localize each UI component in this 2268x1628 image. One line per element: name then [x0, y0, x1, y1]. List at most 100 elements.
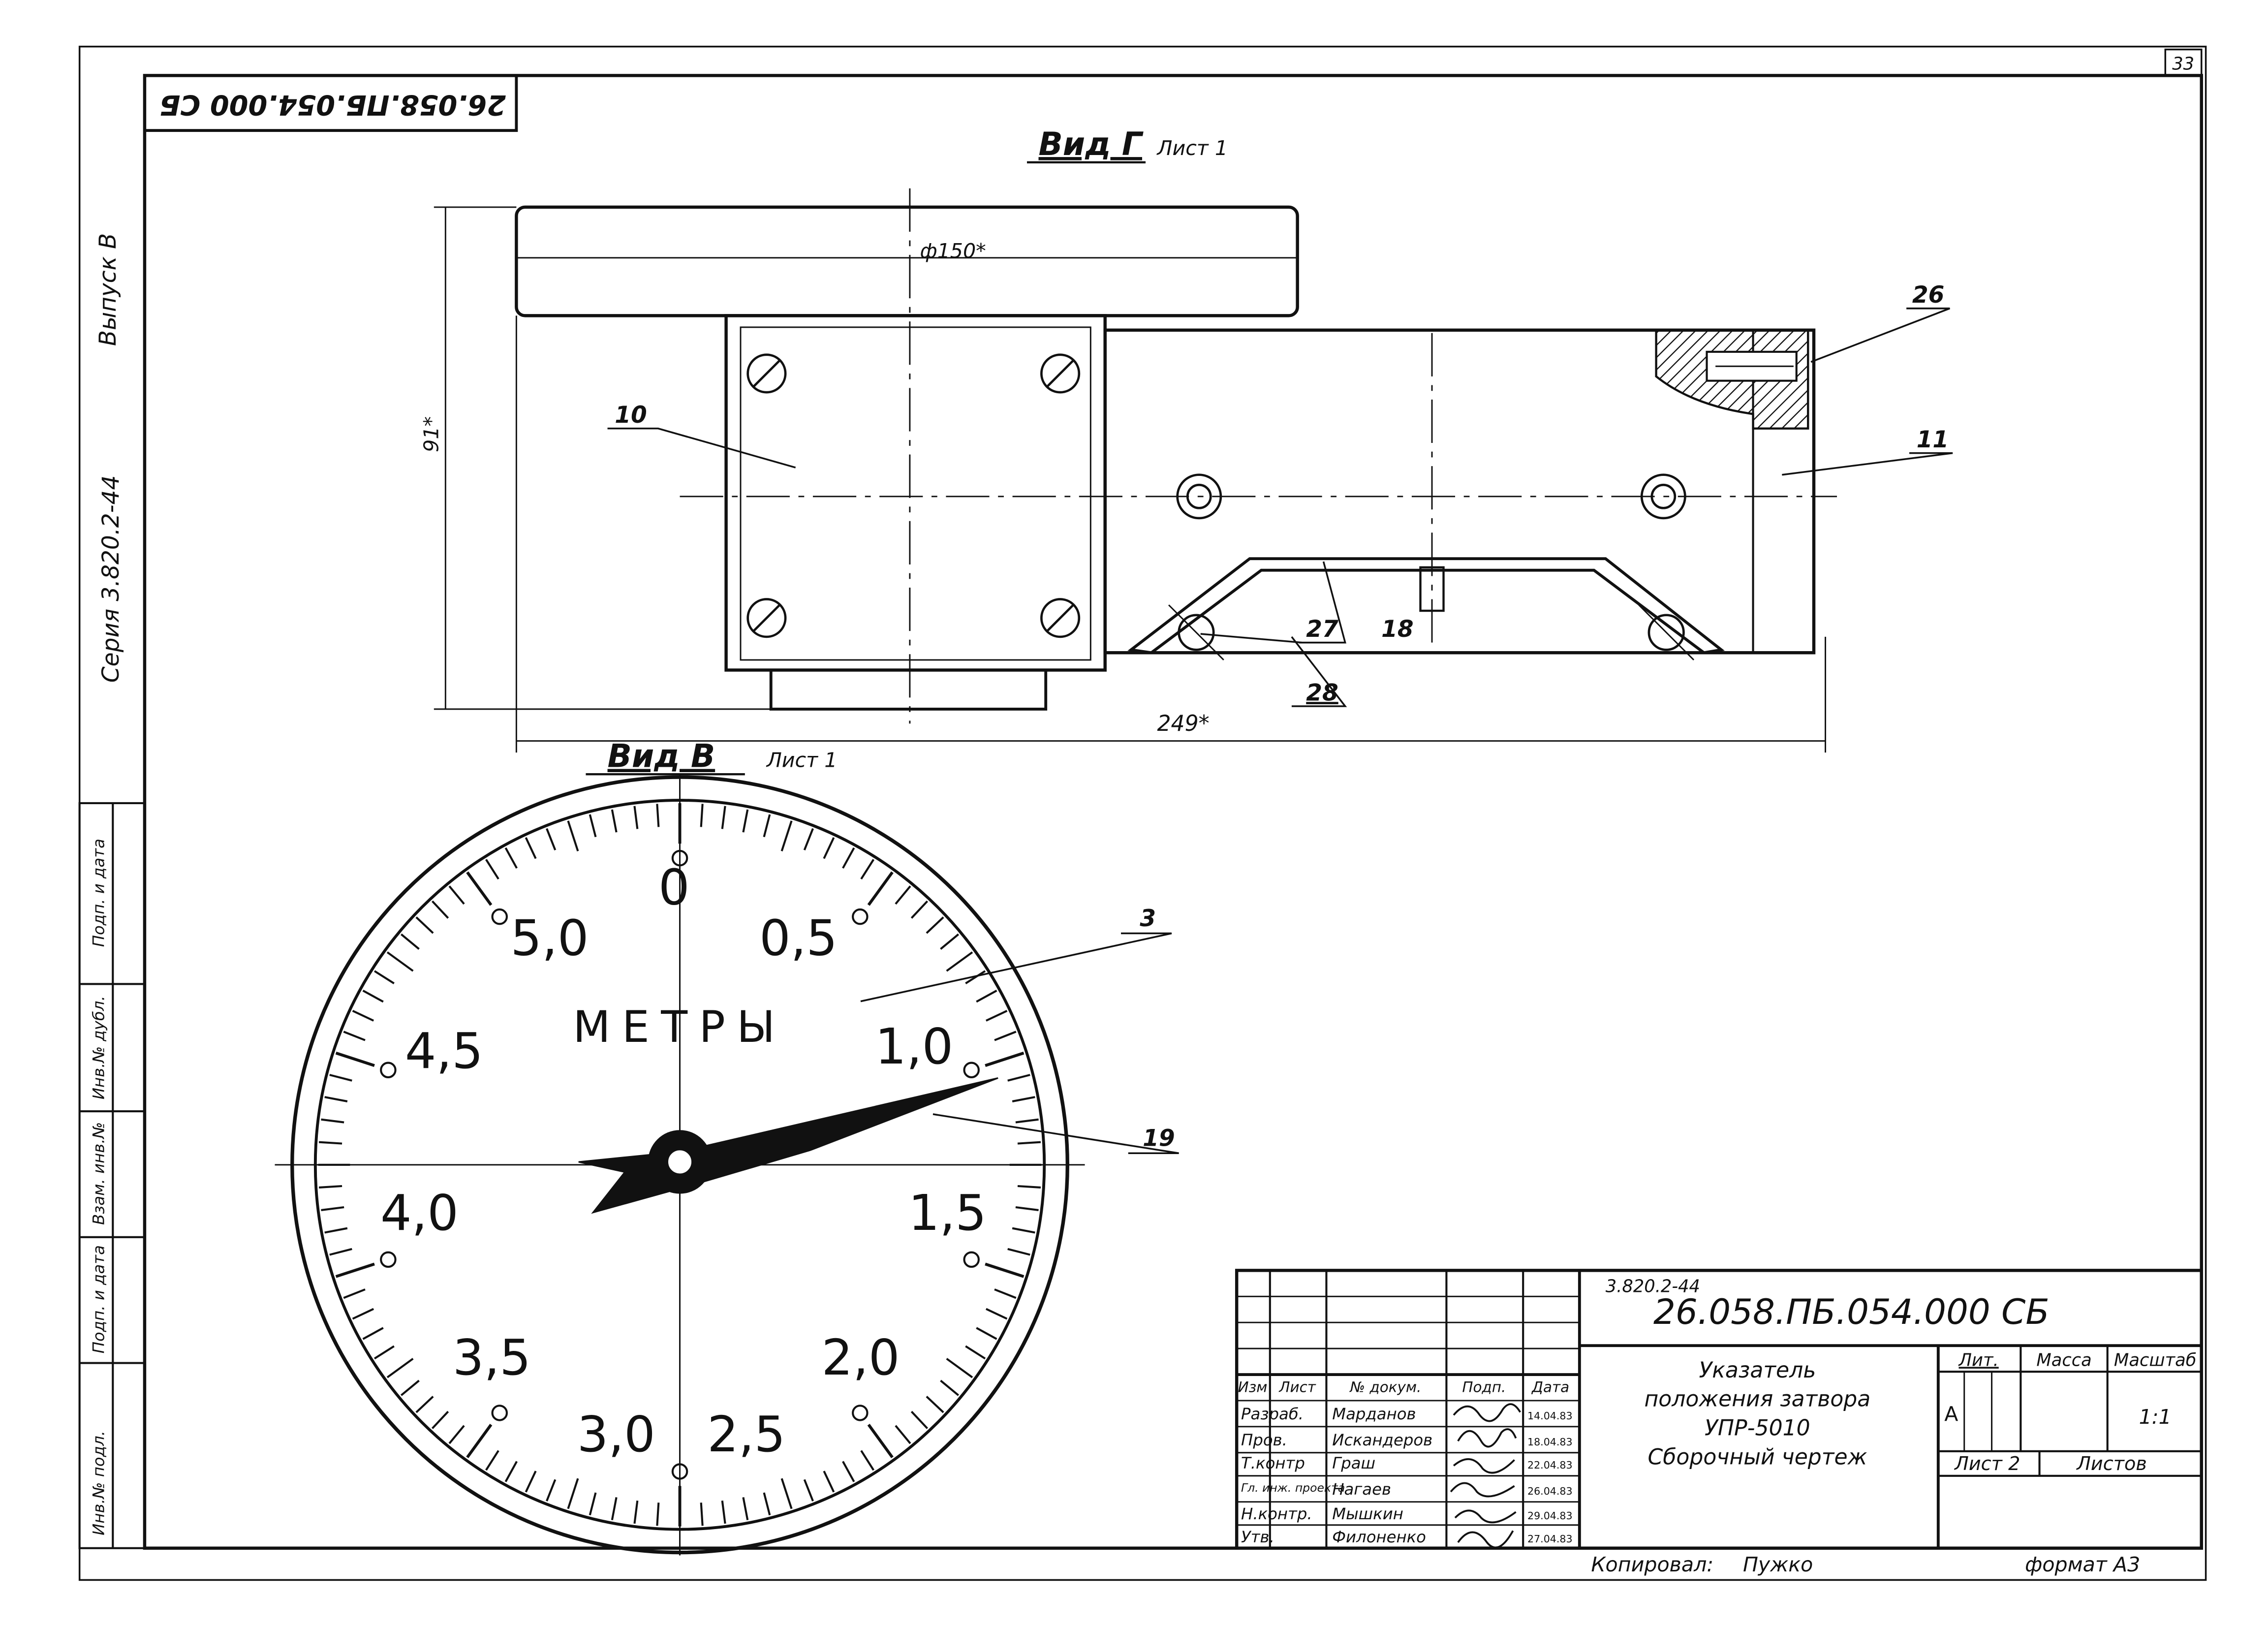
tb-rows: Разраб. Марданов 14.04.83 Пров. Искандер…	[1241, 1405, 1573, 1546]
dial-tick	[373, 1345, 395, 1360]
callout-26: 26	[1912, 282, 1944, 309]
tb-row-date: 14.04.83	[1527, 1410, 1573, 1422]
dial-tick	[633, 1500, 639, 1524]
dial-tick	[1017, 1185, 1041, 1189]
tb-head-doc: № докум.	[1349, 1378, 1422, 1395]
dial-tick	[742, 809, 749, 833]
sheet-number-box	[2164, 48, 2203, 77]
dial-label-4-5: 4,5	[405, 1022, 483, 1080]
dial-tick	[842, 1461, 855, 1482]
dim-length: 249*	[1157, 711, 1210, 736]
dial-label-3-5: 3,5	[453, 1329, 531, 1386]
dial-tick	[448, 1425, 465, 1444]
dial-tick	[986, 1308, 1008, 1320]
tb-row-role: Утв.	[1241, 1528, 1274, 1546]
dial-tick	[1015, 1206, 1039, 1211]
tb-name-1: Указатель	[1699, 1358, 1816, 1383]
dial-tick	[415, 916, 434, 934]
dial-tick	[373, 970, 395, 984]
outer-frame	[78, 45, 2207, 1581]
dial-tick	[546, 828, 557, 851]
signature-scribbles	[1450, 1403, 1521, 1549]
dial-tick	[976, 1327, 997, 1340]
dial-tick	[1017, 1141, 1041, 1145]
dial-marker-icon	[963, 1062, 980, 1078]
side-stamp-inv-dubl: Инв.№ дубл.	[90, 996, 108, 1099]
dial-tick	[431, 900, 449, 919]
dial-tick	[1007, 1248, 1030, 1256]
dial-label-2-0: 2,0	[821, 1329, 900, 1386]
dial-marker-icon	[491, 1405, 508, 1421]
dial-tick	[965, 1345, 986, 1360]
dial-tick	[656, 804, 660, 827]
dial-tick	[763, 814, 771, 838]
dial-tick	[343, 1288, 366, 1299]
tb-row-date: 29.04.83	[1527, 1510, 1573, 1522]
dial-tick	[335, 1262, 375, 1278]
tb-row-role: Гл. инж. проекта	[1241, 1481, 1345, 1495]
dial-tick	[611, 809, 618, 833]
dial-tick	[485, 1450, 499, 1471]
tb-head-podp: Подп.	[1462, 1378, 1506, 1395]
dial-tick	[700, 1503, 704, 1526]
view-v: Вид В Лист 1 0 0,5 1,0 1,5 2,0 2,5 3,0 3…	[275, 738, 1179, 1556]
callout-3: 3	[1140, 905, 1156, 932]
tb-designation: 26.058.ПБ.054.000 СБ	[1653, 1292, 2050, 1332]
tb-sheet-label: Лист 2	[1954, 1453, 2020, 1475]
dial-tick	[335, 1051, 375, 1067]
dial-label-2-5: 2,5	[707, 1406, 785, 1463]
dial-label-0: 0	[658, 859, 690, 916]
callout-19: 19	[1143, 1125, 1175, 1152]
tb-row-role: Т.контр	[1241, 1454, 1305, 1472]
dial-tick	[910, 1410, 929, 1429]
dial-marker-icon	[491, 908, 508, 925]
dial-tick	[895, 885, 911, 905]
dial-tick	[780, 820, 793, 852]
dial-tick	[823, 1471, 835, 1493]
vypusk-label: Выпуск В	[94, 233, 122, 346]
dial-tick	[867, 1424, 894, 1459]
dial-tick	[589, 814, 597, 838]
dial-tick	[352, 1010, 374, 1022]
dial-tick	[994, 1288, 1017, 1299]
dial-tick	[842, 847, 855, 869]
dial-tick	[780, 1478, 793, 1509]
dial-label-1-0: 1,0	[875, 1018, 953, 1075]
tb-row-role: Пров.	[1241, 1431, 1287, 1449]
dial-tick	[965, 970, 986, 984]
dial-tick	[448, 885, 465, 905]
tb-row-date: 18.04.83	[1527, 1436, 1573, 1448]
dial-label-4-0: 4,0	[380, 1184, 459, 1242]
dial-tick	[329, 1074, 352, 1082]
dial-tick	[994, 1031, 1017, 1041]
dial-tick	[1007, 1074, 1030, 1082]
dial-tick	[362, 1327, 384, 1340]
dial-tick	[318, 1185, 342, 1189]
tb-lit-value: А	[1944, 1402, 1958, 1426]
dial-tick	[567, 820, 579, 852]
callout-11: 11	[1917, 426, 1949, 453]
seriya-label: Серия 3.820.2-44	[97, 475, 124, 683]
dial-tick	[926, 1396, 944, 1413]
dial-tick	[763, 1492, 771, 1516]
dial-tick	[895, 1425, 911, 1444]
dial-tick	[321, 1118, 344, 1124]
dial-tick	[400, 933, 420, 950]
tb-head-date: Дата	[1531, 1378, 1569, 1395]
side-stamp-podp-data-2: Подп. и дата	[90, 839, 108, 947]
dial-tick	[589, 1492, 597, 1516]
dial-tick	[910, 900, 929, 919]
dial-tick	[803, 828, 814, 851]
top-code: 26.058.ПБ.054.000 СБ	[159, 89, 506, 121]
dial-tick	[721, 1500, 726, 1524]
title-block	[1235, 1269, 2204, 1550]
dial-tick	[324, 1096, 348, 1102]
tb-row-name: Искандеров	[1332, 1431, 1432, 1449]
dial-tick	[742, 1497, 749, 1521]
view-g: Вид Г Лист 1	[420, 126, 1953, 753]
dial-tick	[860, 1450, 875, 1471]
tb-row-role: Н.контр.	[1241, 1504, 1312, 1523]
dial-tick	[504, 847, 518, 869]
footer-copied-name: Пужко	[1743, 1553, 1813, 1576]
view-v-title: Вид В	[608, 738, 715, 775]
